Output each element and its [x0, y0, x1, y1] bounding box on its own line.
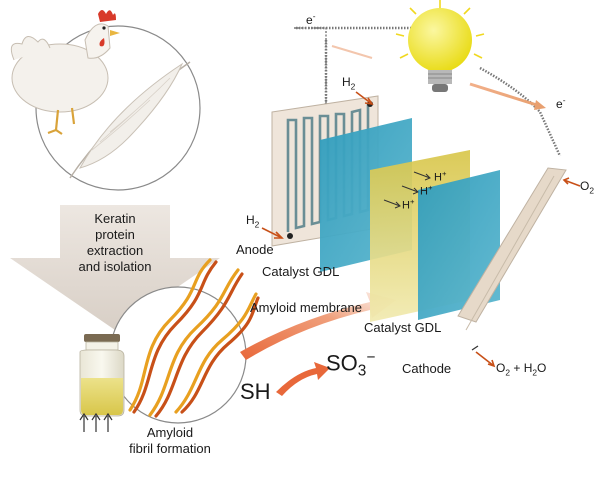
proton-a-text: H: [402, 199, 410, 212]
proton-label-a: H+: [402, 197, 415, 212]
products-o2: O: [496, 361, 506, 375]
h2-top-sub: 2: [350, 81, 356, 92]
amyloid-label-line1: Amyloid: [146, 425, 194, 440]
electron-right-label: e-: [556, 95, 566, 111]
products-label: O2 + H2O: [496, 361, 547, 378]
h2-top-text: H: [342, 75, 351, 89]
reaction-arrow: [276, 362, 330, 396]
proton-b-text: H: [420, 185, 428, 198]
chicken-feather-icon: [10, 10, 201, 191]
keratin-label-line2: protein: [95, 227, 135, 242]
keratin-label-line4: and isolation: [78, 259, 152, 274]
electron-top-text: e: [306, 13, 313, 27]
proton-c-sup: +: [441, 169, 447, 178]
process-arrow: [10, 205, 220, 330]
so3-subscript: 3: [357, 362, 367, 380]
products-sub2: 2: [532, 367, 538, 378]
catalyst-gdl-left-label: Catalyst GDL: [262, 264, 340, 279]
o2-text: O: [580, 179, 590, 193]
keratin-label-line1: Keratin: [94, 211, 136, 226]
h2-left-label: H2: [246, 213, 260, 230]
proton-b-sup: +: [427, 183, 433, 192]
electron-right-text: e: [556, 97, 563, 111]
proton-label-c: H+: [434, 169, 447, 184]
membrane-arrow: [240, 292, 396, 360]
so3-superscript: −: [366, 349, 376, 366]
amyloid-label-line2: fibril formation: [129, 441, 211, 456]
proton-label-b: H+: [420, 183, 433, 198]
h2-left-sub: 2: [254, 219, 260, 230]
cathode-plate: [457, 167, 567, 323]
so3-label: SO3−: [326, 349, 376, 381]
wire-right: [479, 66, 562, 157]
h2-left-text: H: [246, 213, 255, 227]
electron-right-sup: -: [562, 95, 566, 105]
amyloid-fibril-icon: [79, 258, 260, 432]
electron-top-sup: -: [312, 11, 316, 21]
h2-top-label: H2: [342, 75, 356, 92]
keratin-label-line3: extraction: [86, 243, 144, 258]
anode-label: Anode: [236, 242, 274, 257]
wire-left: [294, 27, 327, 112]
proton-a-sup: +: [409, 197, 415, 206]
o2-sub: 2: [589, 185, 595, 196]
catalyst-gdl-right-label: Catalyst GDL: [364, 320, 442, 335]
products-plus-h: + H: [510, 361, 533, 375]
products-sub1: 2: [505, 367, 511, 378]
electron-top-label: e-: [306, 11, 316, 27]
proton-arrows: [383, 171, 431, 209]
cathode-label: Cathode: [402, 361, 452, 376]
amyloid-membrane-label: Amyloid membrane: [250, 300, 362, 315]
so3-text: SO: [326, 350, 358, 376]
products-o: O: [537, 361, 547, 375]
light-bulb-icon: [395, 0, 485, 92]
sh-label: SH: [240, 379, 271, 404]
o2-label: O2: [580, 179, 595, 196]
proton-c-text: H: [434, 171, 442, 184]
